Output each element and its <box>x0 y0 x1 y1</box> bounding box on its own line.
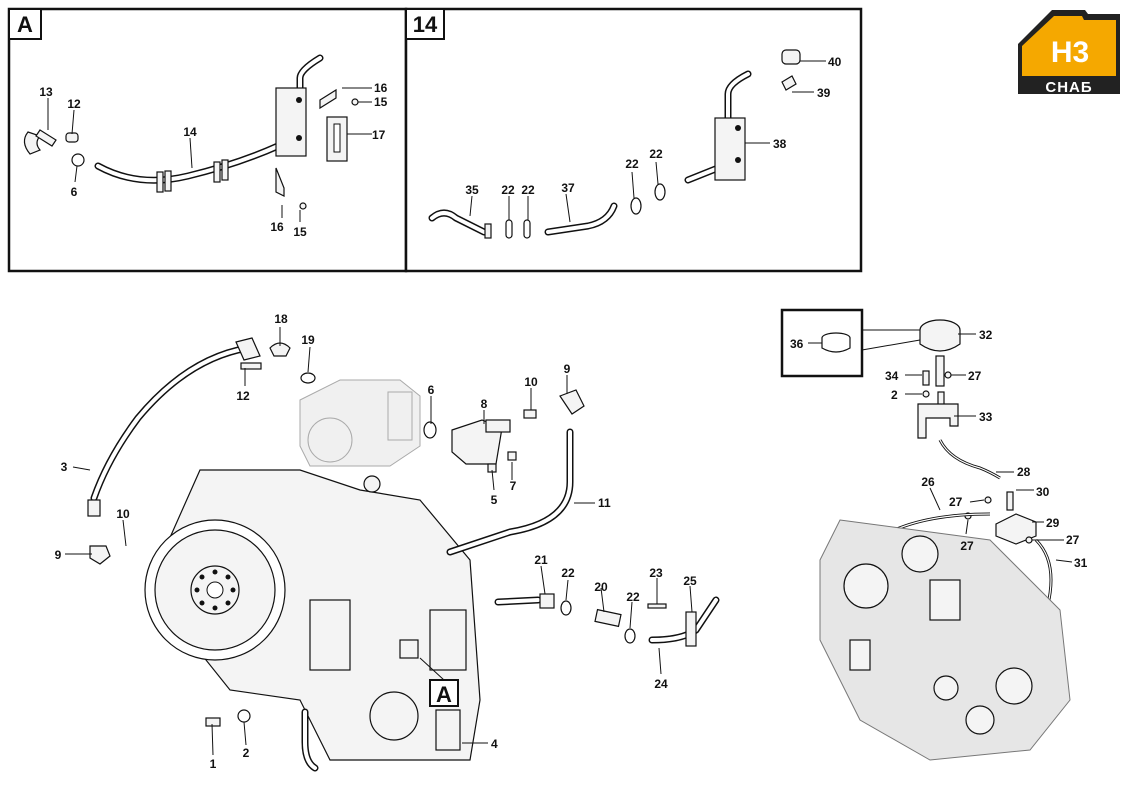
callout-7: 7 <box>510 479 517 493</box>
callout-12-main: 12 <box>236 389 250 403</box>
callout-18: 18 <box>274 312 288 326</box>
detail-box-a-label: A <box>17 12 33 37</box>
logo-bottom-text: СНАБ <box>1045 79 1092 96</box>
callout-16-lower: 16 <box>270 220 284 234</box>
callout-1: 1 <box>210 757 217 771</box>
callout-39: 39 <box>817 86 831 100</box>
callout-9-right: 9 <box>564 362 571 376</box>
callout-15-lower: 15 <box>293 225 307 239</box>
callout-24: 24 <box>654 677 668 691</box>
callout-2: 2 <box>243 746 250 760</box>
callout-10-left: 10 <box>116 507 130 521</box>
callout-6: 6 <box>71 185 78 199</box>
callout-4: 4 <box>491 737 498 751</box>
callout-22-c: 22 <box>625 157 639 171</box>
callout-40: 40 <box>828 55 842 69</box>
callout-box-a-label: A <box>436 682 452 707</box>
callout-22-b: 22 <box>521 183 535 197</box>
brand-logo: H3 СНАБ <box>1018 10 1120 96</box>
callout-27-mid: 27 <box>949 495 963 509</box>
callout-23: 23 <box>649 566 663 580</box>
callout-27-low: 27 <box>960 539 974 553</box>
callout-27-right: 27 <box>1066 533 1080 547</box>
right-assembly: 36 <box>780 308 1088 761</box>
callout-10-right: 10 <box>524 375 538 389</box>
callout-8: 8 <box>481 397 488 411</box>
callout-31: 31 <box>1074 556 1088 570</box>
callout-22-d: 22 <box>649 147 663 161</box>
detail-box-14: 14 35 22 22 37 22 22 3 <box>404 7 863 273</box>
main-assembly: A 18 19 12 3 10 9 6 8 10 9 5 <box>55 312 720 772</box>
callout-12: 12 <box>67 97 81 111</box>
callout-22-a: 22 <box>501 183 515 197</box>
callout-14: 14 <box>183 125 197 139</box>
callout-36: 36 <box>790 337 804 351</box>
callout-33: 33 <box>979 410 993 424</box>
callout-32: 32 <box>979 328 993 342</box>
callout-27-top: 27 <box>968 369 982 383</box>
callout-22-main-b: 22 <box>626 590 640 604</box>
callout-13: 13 <box>39 85 53 99</box>
callout-5: 5 <box>491 493 498 507</box>
callout-6-main: 6 <box>428 383 435 397</box>
callout-22-main-a: 22 <box>561 566 575 580</box>
callout-17: 17 <box>372 128 386 142</box>
callout-11: 11 <box>598 496 611 510</box>
callout-2-right: 2 <box>891 388 898 402</box>
callout-16: 16 <box>374 81 388 95</box>
callout-30: 30 <box>1036 485 1050 499</box>
detail-box-14-label: 14 <box>413 12 438 37</box>
callout-28: 28 <box>1017 465 1031 479</box>
callout-15: 15 <box>374 95 388 109</box>
callout-3: 3 <box>61 460 68 474</box>
logo-top-text: H3 <box>1051 36 1089 69</box>
callout-29: 29 <box>1046 516 1060 530</box>
callout-35: 35 <box>465 183 479 197</box>
callout-34: 34 <box>885 369 899 383</box>
callout-21: 21 <box>534 553 548 567</box>
callout-20: 20 <box>594 580 608 594</box>
callout-19: 19 <box>301 333 315 347</box>
callout-25: 25 <box>683 574 697 588</box>
callout-38: 38 <box>773 137 787 151</box>
callout-26: 26 <box>921 475 935 489</box>
detail-box-a: A 13 12 14 6 <box>7 7 408 273</box>
callout-37: 37 <box>561 181 575 195</box>
callout-9-left: 9 <box>55 548 62 562</box>
